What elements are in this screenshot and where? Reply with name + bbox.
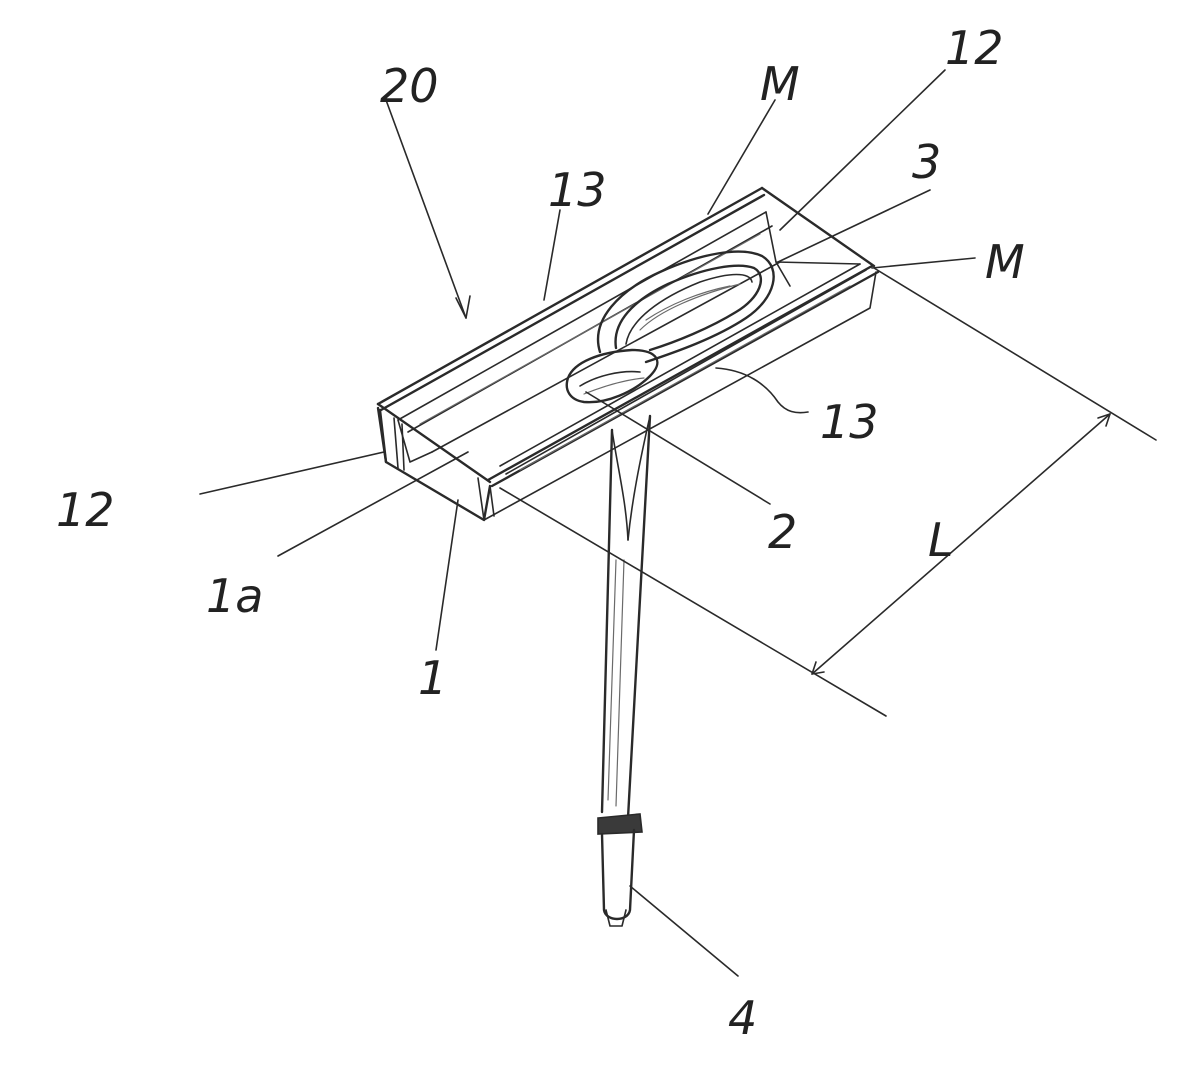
label-12-left: 12 [56,483,115,537]
label-3: 3 [912,135,941,189]
reference-labels: 20 M 12 3 M 13 13 12 1a 1 2 L 4 [56,21,1025,1045]
label-13-lower: 13 [820,395,879,449]
label-13-upper: 13 [548,163,607,217]
label-l: L [928,513,954,567]
stem [600,414,652,820]
label-4: 4 [728,991,757,1045]
label-m-top: M [760,57,800,111]
tray-body [376,186,880,522]
connector-4 [597,813,643,927]
leader-lines [199,69,976,977]
label-1a: 1a [206,569,263,623]
dimension-l [499,267,1157,717]
insert-ring [597,250,775,364]
ring-base [565,348,659,404]
label-12-top: 12 [945,21,1004,75]
label-2: 2 [768,505,797,559]
label-1: 1 [418,651,447,705]
label-20: 20 [380,59,439,113]
label-m-right: M [985,235,1025,289]
